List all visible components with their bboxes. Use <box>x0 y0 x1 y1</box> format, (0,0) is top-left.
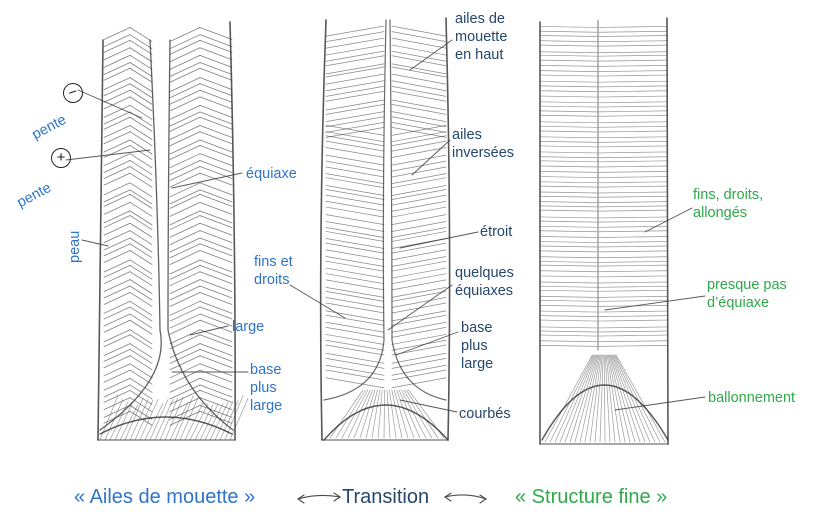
leader-line <box>400 232 478 248</box>
label-base-plus-large-1: base plus large <box>250 361 282 415</box>
plus-circle-icon: + <box>51 148 71 168</box>
caption-ailes-de-mouette: « Ailes de mouette » <box>74 485 255 509</box>
label-base-plus-large-2: base plus large <box>461 319 493 373</box>
sample2-right-edge <box>446 18 450 440</box>
arrowhead-left <box>298 495 304 503</box>
label-presque-pas-equiaxe: presque pas d’équiaxe <box>707 276 787 312</box>
leader-line <box>645 208 692 232</box>
gull-wing-sample-sketch <box>98 22 248 440</box>
transition-sample-sketch <box>321 18 450 440</box>
label-etroit: étroit <box>480 223 512 241</box>
label-ballonnement: ballonnement <box>708 389 795 407</box>
label-fins-droits-allonges: fins, droits, allongés <box>693 186 763 222</box>
label-peau: peau <box>66 231 84 263</box>
fine-structure-sample-sketch <box>540 18 668 444</box>
leader-line <box>78 90 142 118</box>
sample1-right-edge <box>230 22 235 440</box>
arrow-left-to-transition <box>298 495 340 499</box>
sample1-core-left <box>100 40 161 430</box>
arrowhead-left-2 <box>445 493 451 501</box>
label-courbes: courbés <box>459 405 511 423</box>
sample1-core-right <box>168 40 233 430</box>
label-ailes-mouette-haut: ailes de mouette en haut <box>455 10 507 64</box>
label-fins-et-droits: fins et droits <box>254 253 293 289</box>
leader-line <box>290 285 345 318</box>
caption-structure-fine: « Structure fine » <box>515 485 667 509</box>
leader-line <box>190 326 228 335</box>
leader-line <box>605 296 705 310</box>
label-large: large <box>232 318 264 336</box>
label-quelques-equiaxes: quelques équiaxes <box>455 264 514 300</box>
caption-transition: Transition <box>342 485 429 509</box>
sample2-left-edge <box>321 20 326 440</box>
label-equiaxe: équiaxe <box>246 165 297 183</box>
arrowhead-right-2 <box>480 495 486 503</box>
label-ailes-inversees: ailes inversées <box>452 126 514 162</box>
